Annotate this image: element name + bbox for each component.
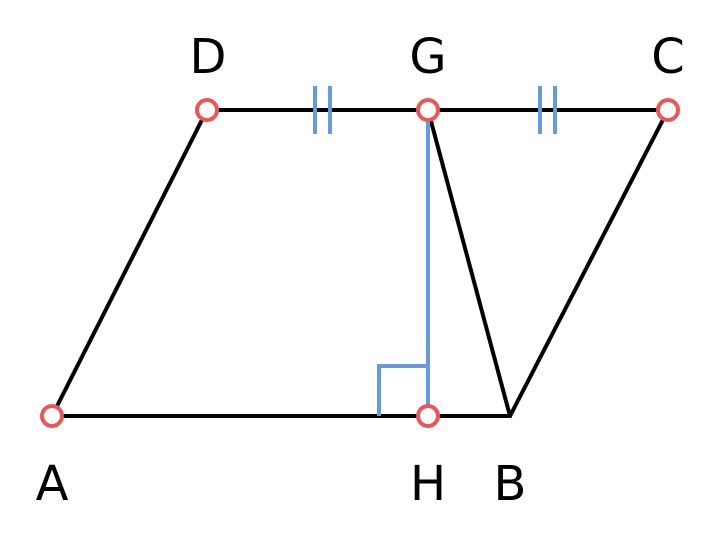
label-c: C [651,29,685,85]
point-c [656,98,680,122]
point-h [416,404,440,428]
right-angle-marker [377,364,428,416]
label-b: B [494,456,527,512]
point-d [195,98,219,122]
segment-ad [50,108,209,418]
tick-marks-gc [538,86,557,134]
tick-marks-dg [313,86,332,134]
label-h: H [410,456,446,512]
label-d: D [190,29,227,85]
segment-cb [508,108,670,418]
segment-gb [426,108,512,418]
label-a: A [36,456,69,512]
point-a [40,404,64,428]
label-g: G [409,29,446,85]
point-g [416,98,440,122]
